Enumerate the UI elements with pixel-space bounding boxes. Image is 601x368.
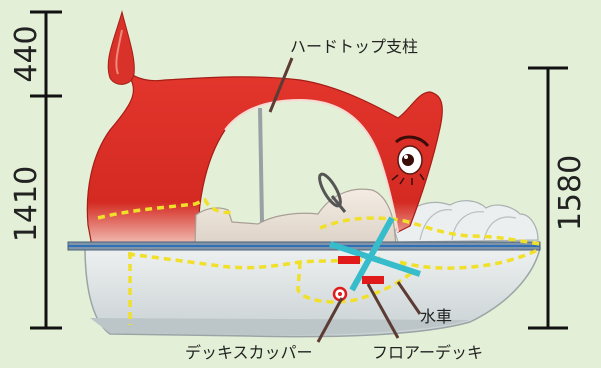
dimension-left bbox=[30, 10, 62, 330]
leader-lines bbox=[268, 57, 422, 343]
label-hardtop-post: ハードトップ支柱 bbox=[290, 37, 418, 56]
label-deck-cupper: デッキスカッパー bbox=[185, 343, 313, 362]
eye-icon bbox=[391, 135, 430, 185]
dimension-left-label: 1410 bbox=[9, 166, 44, 242]
hardtop-post bbox=[258, 107, 264, 223]
red-marker-1 bbox=[338, 256, 360, 264]
hull-lower-band bbox=[90, 318, 470, 336]
fender-line-1 bbox=[419, 209, 453, 241]
deck-seat bbox=[194, 188, 397, 247]
red-marker-2 bbox=[362, 276, 384, 284]
swan-tail-flame bbox=[107, 10, 135, 85]
dimension-right bbox=[528, 66, 568, 330]
deck-cupper-marker bbox=[332, 286, 348, 302]
flame-highlight bbox=[115, 29, 123, 75]
label-paddle-wheel: 水車 bbox=[420, 307, 452, 326]
rear-fender bbox=[394, 200, 539, 243]
dimension-right-label: 1580 bbox=[553, 155, 588, 231]
steering-wheel bbox=[318, 172, 347, 213]
cyan-frame bbox=[329, 216, 421, 292]
cabin-opening bbox=[224, 98, 399, 233]
label-floor-deck: フロアーデッキ bbox=[372, 343, 483, 362]
dimension-top-label: 440 bbox=[9, 25, 44, 82]
